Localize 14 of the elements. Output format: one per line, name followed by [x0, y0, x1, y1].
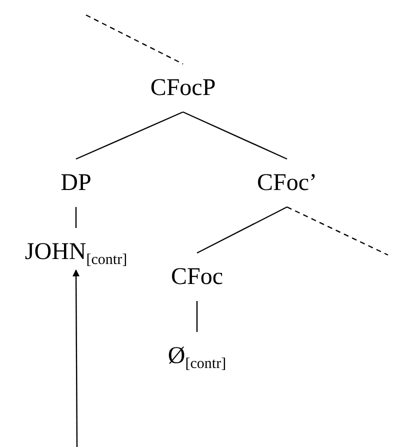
tree-branch — [76, 111, 184, 160]
tree-node-label: CFoc — [171, 263, 223, 291]
movement-arrow — [72, 269, 80, 447]
tree-branch — [75, 207, 77, 228]
tree-node-label: DP — [60, 169, 92, 197]
tree-node-label: Ø$_{[contr]}$ — [168, 342, 226, 370]
dashed-tree-branch — [86, 14, 184, 65]
dashed-tree-branch — [286, 206, 388, 256]
tree-node-label: CFoc’ — [257, 169, 317, 197]
tree-branch — [182, 111, 288, 160]
tree-node-label: CFocP — [150, 74, 216, 102]
tree-node-label: JOHN$_{[contr]}$ — [24, 238, 128, 266]
tree-branch — [196, 206, 288, 254]
tree-branch — [196, 301, 198, 332]
